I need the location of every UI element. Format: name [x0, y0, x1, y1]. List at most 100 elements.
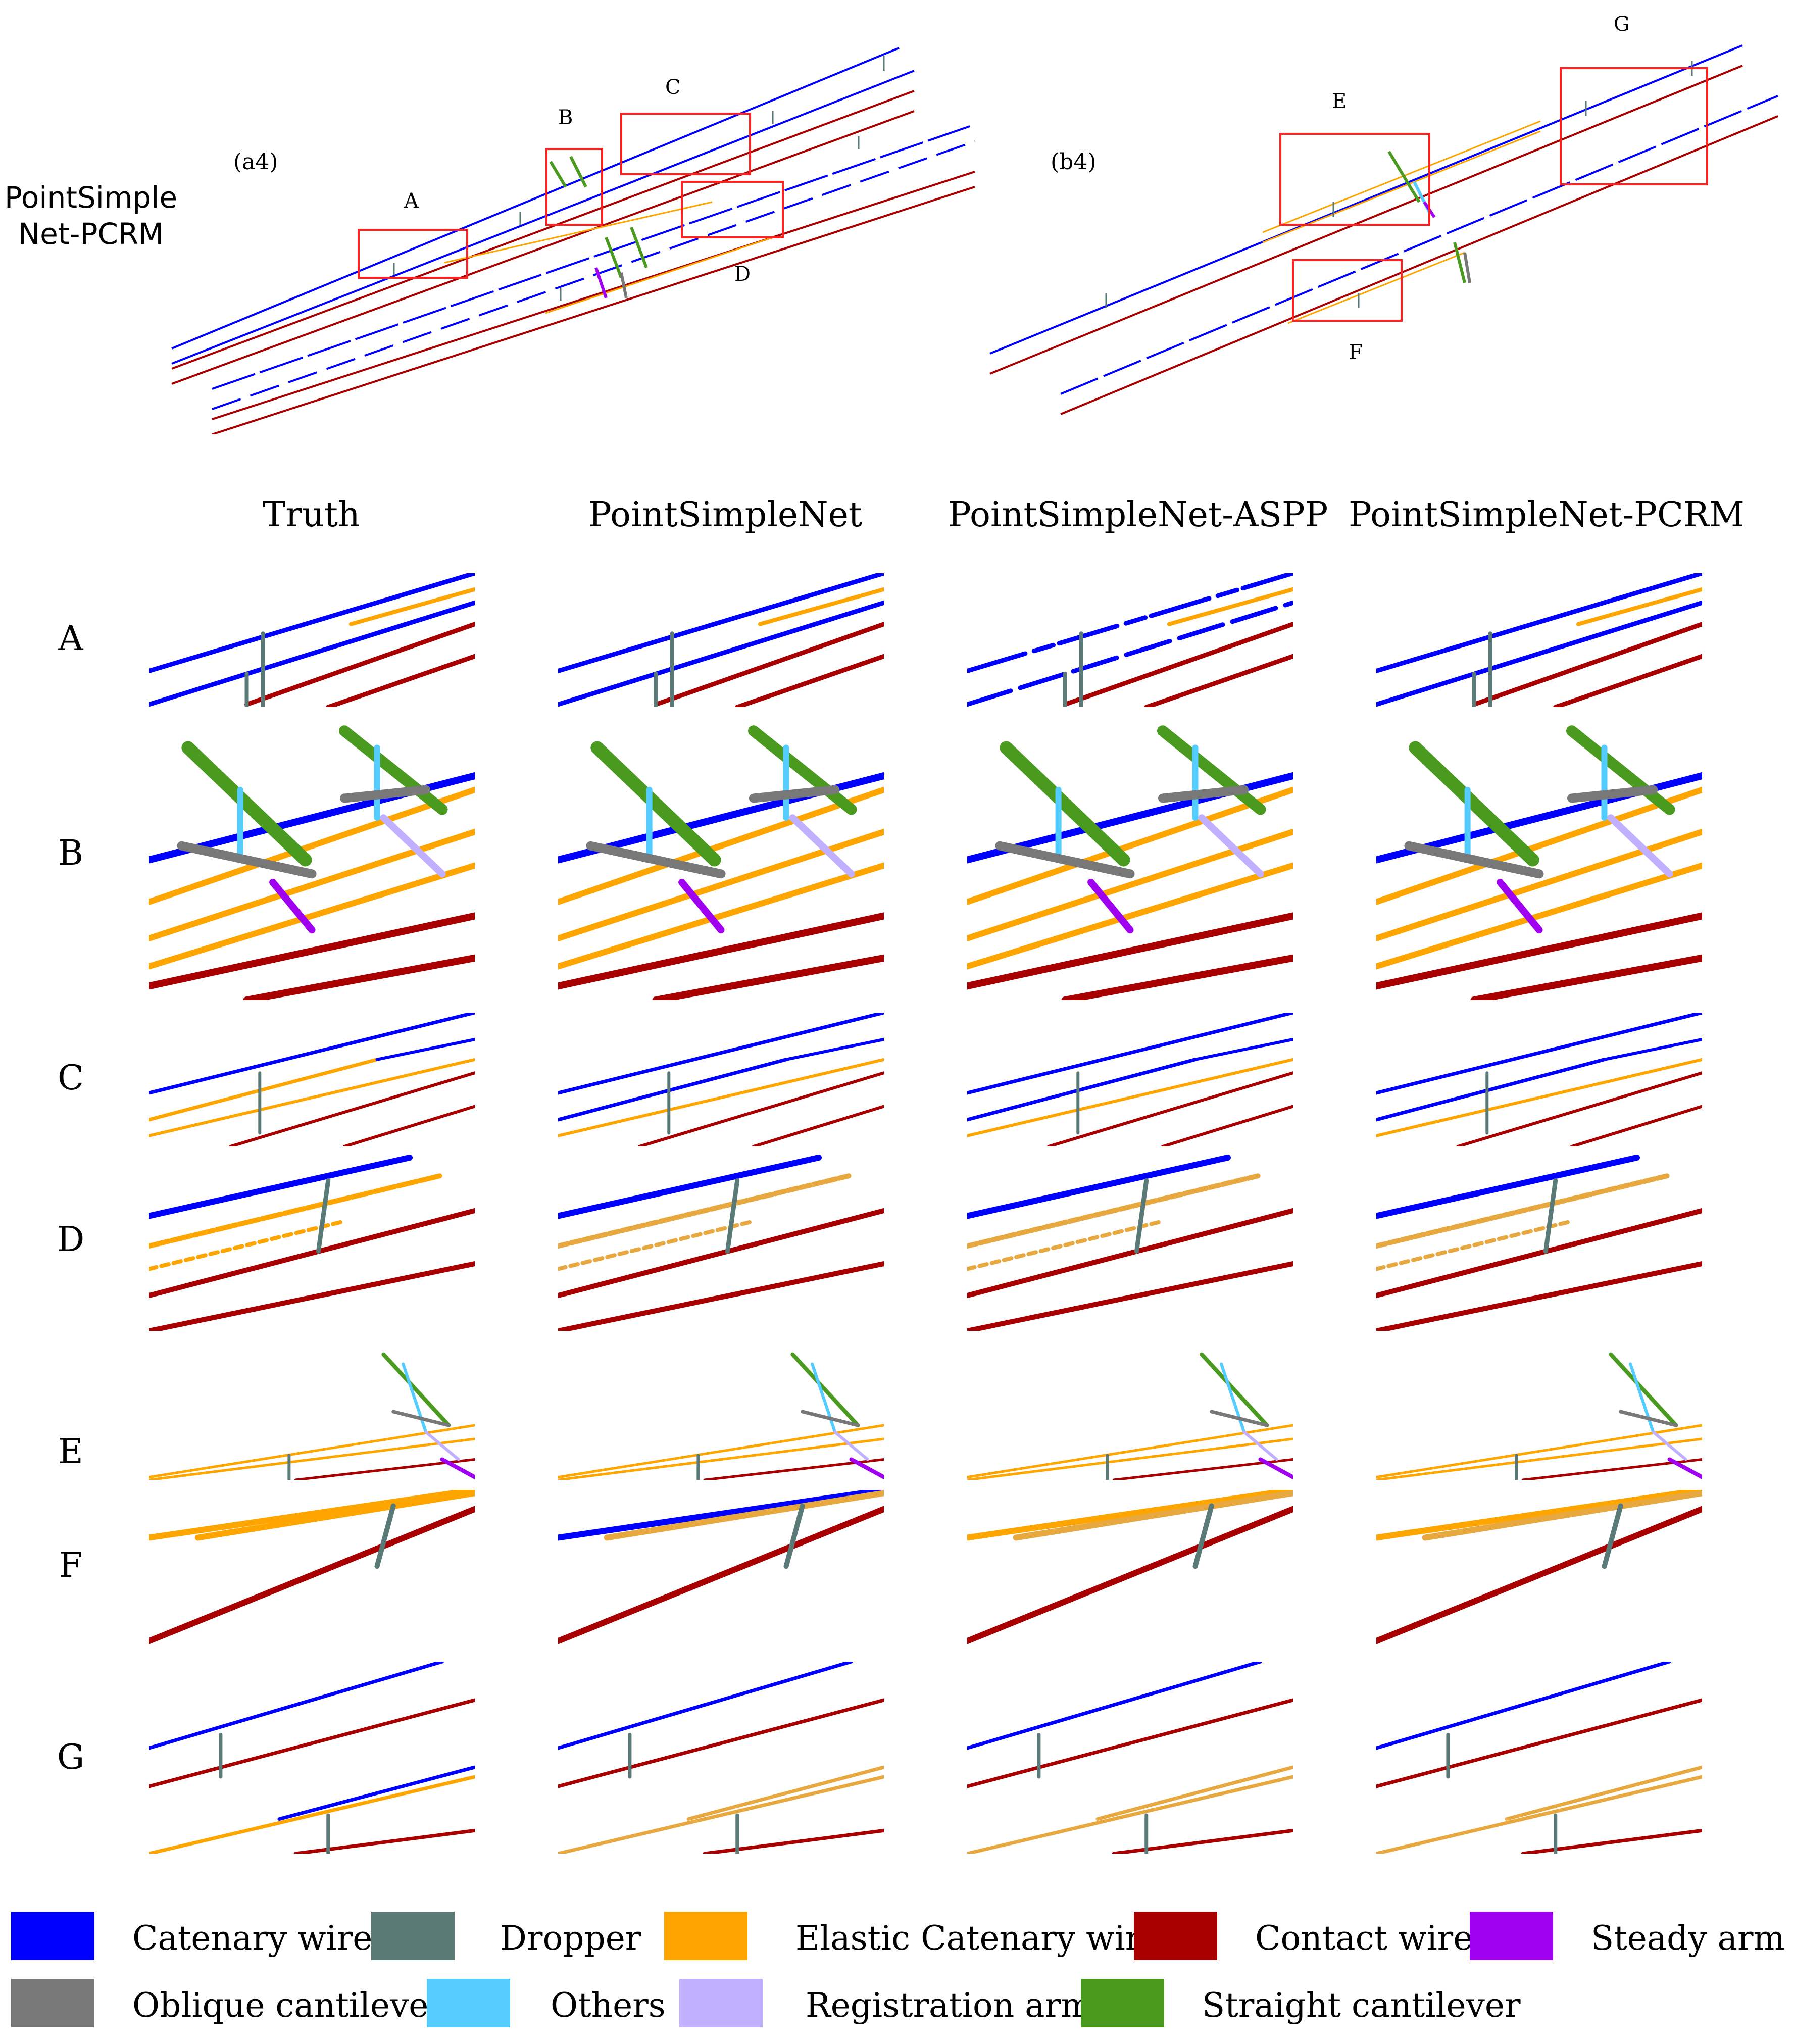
elastic-catenary-wire — [558, 786, 884, 905]
contact-wire — [967, 912, 1293, 990]
oblique-cantilever — [340, 785, 431, 803]
segmentation-plot — [149, 573, 475, 707]
panel-a-2 — [967, 573, 1293, 707]
contact-wire — [149, 1208, 475, 1298]
dropper — [316, 1178, 331, 1254]
elastic-catenary-wire — [558, 862, 884, 970]
registration-arm — [424, 1430, 460, 1461]
dropper — [1192, 1503, 1214, 1569]
panel-f-1 — [558, 1490, 884, 1649]
segmentation-plot — [967, 725, 1293, 1000]
overview-row-label: PointSimple Net-PCRM — [0, 179, 182, 252]
segmentation-plot — [1376, 1352, 1702, 1480]
panel-f-2 — [967, 1490, 1293, 1649]
segmentation-plot — [967, 1352, 1293, 1480]
panel-a-0 — [149, 573, 475, 707]
dropper — [783, 1503, 805, 1569]
contact-wire — [1376, 1208, 1702, 1298]
oblique-cantilever — [1404, 841, 1544, 879]
catenary-wire — [1603, 1038, 1702, 1061]
row-label-f: F — [59, 1546, 83, 1585]
box-label-c: C — [665, 76, 681, 99]
elastic-catenary-wire — [967, 1437, 1293, 1480]
catenary-wire — [212, 140, 975, 410]
row-label-e: E — [58, 1432, 83, 1472]
contact-wire — [212, 186, 975, 434]
legend-swatch — [427, 1979, 510, 2027]
elastic-catenary-wire — [1376, 1424, 1702, 1479]
elastic-catenary-wire — [149, 862, 475, 970]
segmentation-plot — [967, 573, 1293, 707]
catenary-wire — [989, 44, 1743, 355]
catenary-wire — [1505, 1765, 1702, 1821]
contact-wire — [293, 1828, 475, 1854]
box-label-a: A — [404, 189, 419, 213]
panel-e-1 — [558, 1343, 884, 1480]
overview-right-plot — [989, 44, 1778, 415]
straight-cantilever — [339, 725, 448, 815]
catenary-wire — [967, 600, 1293, 707]
elastic-catenary-wire — [149, 786, 475, 905]
contact-wire — [1456, 1071, 1702, 1146]
others — [1629, 1362, 1655, 1434]
legend-swatch — [1470, 1912, 1553, 1960]
elastic-catenary-wire — [194, 1490, 475, 1541]
contact-wire — [1060, 115, 1778, 415]
oblique-cantilever — [1463, 252, 1471, 283]
segmentation-plot — [149, 1155, 475, 1331]
elastic-catenary-wire — [1376, 1490, 1702, 1541]
legend-swatch — [679, 1979, 763, 2027]
legend-swatch — [664, 1912, 748, 1960]
elastic-catenary-wire — [1576, 587, 1702, 626]
elastic-catenary-wire — [1013, 1490, 1293, 1541]
steady-arm — [1087, 878, 1134, 934]
contact-wire — [1570, 1105, 1702, 1146]
box-label-g: G — [1614, 13, 1630, 36]
oblique-cantilever — [1619, 1410, 1678, 1427]
row-label-line1: PointSimple — [4, 180, 178, 215]
catenary-wire — [149, 1058, 379, 1122]
panel-b-0 — [149, 720, 475, 1000]
catenary-wire — [1060, 95, 1778, 395]
straight-cantilever — [790, 1352, 860, 1427]
elastic-catenary-wire — [558, 1173, 854, 1249]
elastic-catenary-wire — [149, 1437, 475, 1480]
catenary-wire — [375, 1038, 475, 1061]
segmentation-plot — [1376, 1155, 1702, 1331]
catenary-wire — [784, 1038, 884, 1061]
panel-c-3 — [1376, 1013, 1702, 1146]
panel-g-2 — [967, 1662, 1293, 1854]
segmentation-plot — [558, 573, 884, 707]
legend-label: Elastic Catenary wire — [795, 1919, 1161, 1958]
col-header-pointsimplenet: PointSimpleNet — [588, 495, 863, 535]
panel-c-2 — [967, 1013, 1293, 1146]
straight-cantilever — [549, 161, 567, 188]
legend-label: Others — [551, 1986, 666, 2025]
elastic-catenary-wire — [149, 1490, 475, 1541]
segmentation-plot — [558, 1155, 884, 1331]
elastic-catenary-wire — [967, 862, 1293, 970]
box-g — [1560, 67, 1708, 185]
dropper — [1543, 1178, 1558, 1254]
catenary-wire — [558, 573, 884, 673]
row-label-line2: Net-PCRM — [18, 217, 164, 251]
elastic-catenary-wire — [967, 786, 1293, 905]
straight-cantilever — [748, 725, 857, 815]
elastic-catenary-wire — [558, 1219, 756, 1271]
legend-label: Registration arm — [806, 1986, 1092, 2025]
dropper — [725, 1178, 740, 1254]
steady-arm — [849, 1457, 884, 1479]
elastic-catenary-wire — [558, 1424, 884, 1479]
segmentation-plot — [149, 725, 475, 1000]
dropper — [374, 1503, 396, 1569]
box-e — [1279, 133, 1430, 226]
catenary-wire — [212, 125, 970, 390]
tag-b4: (b4) — [1051, 149, 1097, 175]
catenary-wire — [1376, 1155, 1640, 1219]
contact-wire — [558, 1208, 884, 1298]
catenary-wire — [967, 573, 1293, 673]
contact-wire — [967, 1506, 1293, 1644]
elastic-catenary-wire — [1376, 1437, 1702, 1480]
legend-swatch — [1134, 1912, 1217, 1960]
catenary-wire — [558, 1058, 788, 1122]
